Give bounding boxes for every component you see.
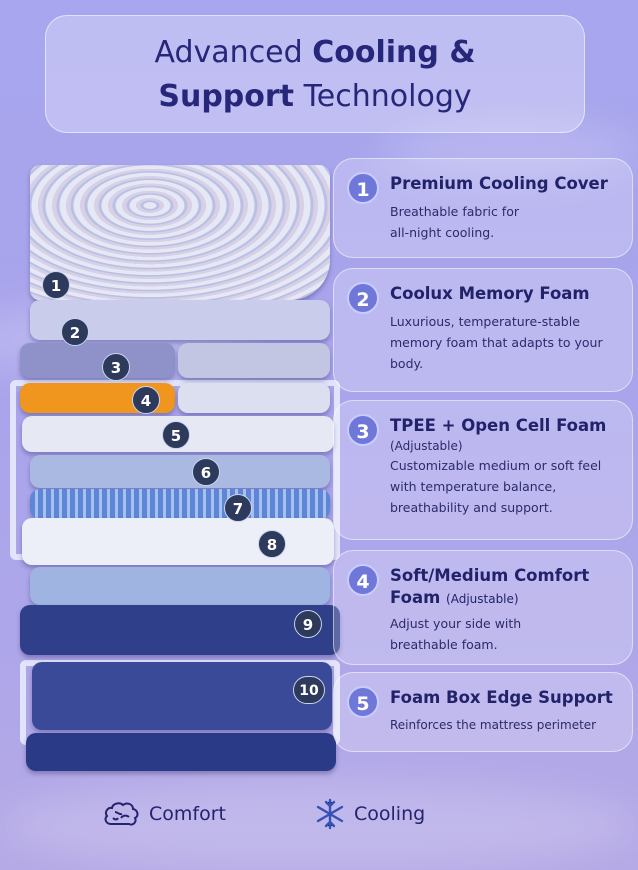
feature-title: Soft/Medium Comfort Foam xyxy=(390,566,590,607)
layer-10 xyxy=(32,662,332,730)
feature-card: 3 TPEE + Open Cell Foam (Adjustable) Cus… xyxy=(333,400,633,540)
title-bold: Cooling & xyxy=(312,35,476,70)
title-regular: Advanced xyxy=(154,35,313,70)
layer-tpee-right xyxy=(178,343,330,378)
feature-desc: Luxurious, temperature-stable memory foa… xyxy=(390,314,603,371)
feature-card: 2 Coolux Memory Foam Luxurious, temperat… xyxy=(333,268,633,392)
layer-cover xyxy=(30,165,330,300)
feature-card: 1 Premium Cooling Cover Breathable fabri… xyxy=(333,158,633,258)
feature-desc: Reinforces the mattress perimeter xyxy=(390,718,597,732)
layer-badge: 2 xyxy=(61,318,89,346)
feature-subtitle: (Adjustable) xyxy=(446,592,519,606)
feature-number: 5 xyxy=(347,686,379,718)
feature-title: Coolux Memory Foam xyxy=(390,284,590,303)
page-title: Advanced Cooling & Support Technology xyxy=(45,15,585,133)
title-regular: Technology xyxy=(294,79,472,114)
layer-badge: 10 xyxy=(293,676,325,704)
layer-9 xyxy=(20,605,340,655)
legend-comfort: Comfort xyxy=(103,798,226,830)
layer-7-springs xyxy=(30,489,330,519)
layer-8 xyxy=(22,518,334,565)
feature-desc: Customizable medium or soft feel with te… xyxy=(390,458,602,515)
layer-6 xyxy=(30,455,330,488)
legend-label: Cooling xyxy=(354,803,426,825)
feature-number: 3 xyxy=(347,414,379,446)
snowflake-icon xyxy=(316,798,344,830)
brain-icon xyxy=(104,802,139,826)
title-bold: Support xyxy=(158,79,295,114)
legend-label: Comfort xyxy=(149,803,226,825)
layer-badge: 5 xyxy=(162,421,190,449)
feature-title: Foam Box Edge Support xyxy=(390,688,613,707)
feature-card: 5 Foam Box Edge Support Reinforces the m… xyxy=(333,672,633,752)
feature-card: 4 Soft/Medium Comfort Foam (Adjustable) … xyxy=(333,550,633,665)
layer-support xyxy=(30,567,330,605)
feature-title: TPEE + Open Cell Foam xyxy=(390,416,607,435)
layer-badge: 1 xyxy=(42,271,70,299)
feature-subtitle: (Adjustable) xyxy=(390,439,463,453)
legend-cooling: Cooling xyxy=(314,798,425,830)
feature-title: Premium Cooling Cover xyxy=(390,174,608,193)
feature-number: 1 xyxy=(347,172,379,204)
layer-badge: 7 xyxy=(224,494,252,522)
layer-badge: 6 xyxy=(192,458,220,486)
layer-base xyxy=(26,733,336,771)
feature-number: 4 xyxy=(347,564,379,596)
feature-desc: Breathable fabric for all-night cooling. xyxy=(390,204,519,240)
layer-badge: 4 xyxy=(132,386,160,414)
layer-comfort-medium xyxy=(178,383,330,413)
layer-badge: 3 xyxy=(102,353,130,381)
feature-number: 2 xyxy=(347,282,379,314)
layer-badge: 9 xyxy=(294,610,322,638)
layer-badge: 8 xyxy=(258,530,286,558)
feature-desc: Adjust your side with breathable foam. xyxy=(390,616,522,652)
layer-tpee-left xyxy=(20,343,175,378)
